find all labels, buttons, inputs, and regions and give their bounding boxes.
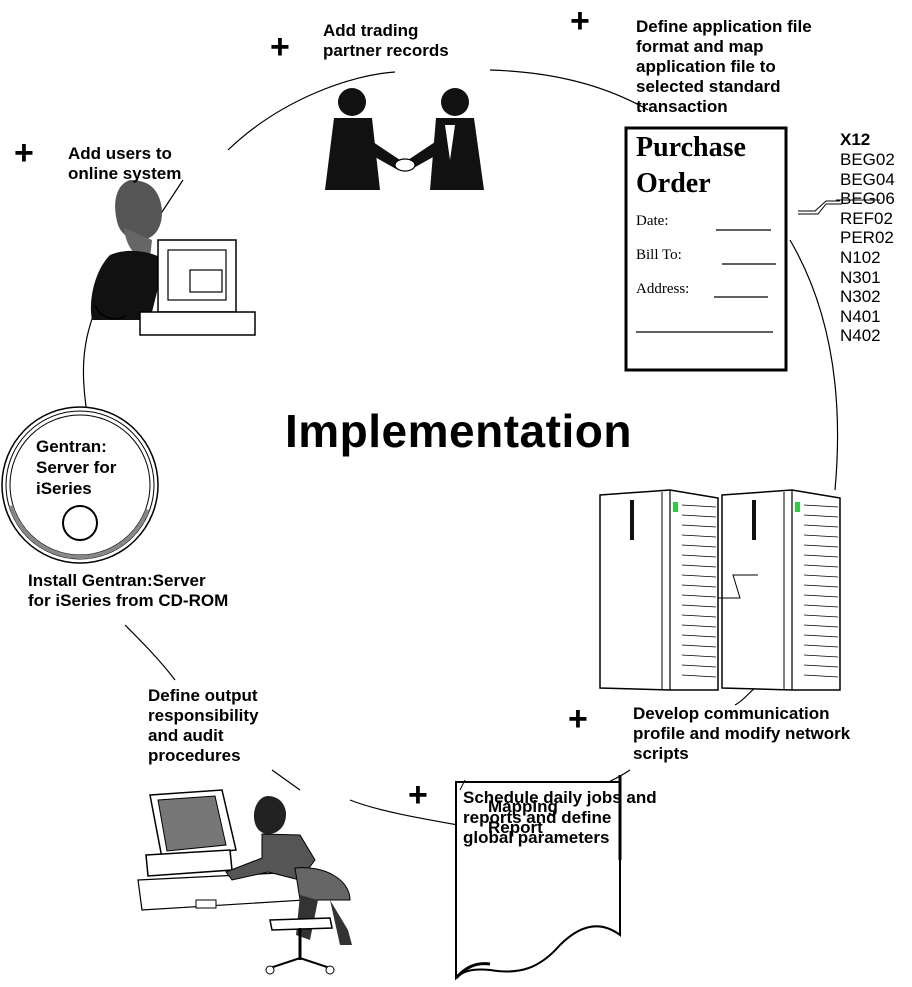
server-right xyxy=(721,489,841,691)
report-label: Mapping Report xyxy=(488,797,558,837)
x12-field: N301 xyxy=(840,267,881,287)
server-left xyxy=(599,489,719,691)
x12-field: BEG04 xyxy=(840,169,895,189)
purchase-order-icon xyxy=(624,126,880,372)
x12-field: BEG02 xyxy=(840,150,895,169)
arc-trading-to-po xyxy=(489,69,649,111)
plus-icon-define-app: + xyxy=(570,2,590,40)
step-add-users-label: Add users to online system xyxy=(68,144,182,183)
worker-at-desk-icon xyxy=(137,789,352,975)
po-date-field: Date: xyxy=(636,213,669,229)
arc-po-to-servers xyxy=(789,239,839,491)
x12-field: REF02 xyxy=(840,208,893,228)
po-bill-to-field: Bill To: xyxy=(636,247,682,263)
x12-heading: X12 xyxy=(840,130,871,149)
po-address-field: Address: xyxy=(636,281,690,297)
x12-field: N401 xyxy=(840,306,881,326)
person-at-computer-icon xyxy=(90,180,256,336)
cd-rom-icon xyxy=(1,406,159,564)
plus-icon-schedule: + xyxy=(408,776,428,814)
x12-field: N402 xyxy=(840,326,881,346)
po-title-line2: Order xyxy=(636,168,711,199)
x12-field: PER02 xyxy=(840,228,894,248)
step-add-trading-label: Add trading partner records xyxy=(323,21,449,60)
step-install-label: Install Gentran:Server for iSeries from … xyxy=(28,571,229,610)
x12-field: N302 xyxy=(840,287,881,307)
diagram-title: Implementation xyxy=(285,405,632,457)
step-develop-comm-label: Develop communication profile and modify… xyxy=(633,704,851,763)
po-title-line1: Purchase xyxy=(636,132,746,163)
arc-users-label-connector xyxy=(159,179,184,216)
step-schedule-label: Schedule daily jobs and reports and defi… xyxy=(463,788,657,847)
x12-field: BEG06 xyxy=(840,189,895,209)
server-icon xyxy=(599,489,841,691)
plus-icon-add-trading: + xyxy=(270,28,290,66)
report-document-icon xyxy=(454,775,622,981)
x12-field: N102 xyxy=(840,247,881,267)
arc-output-worker xyxy=(271,769,301,791)
arc-users-to-trading xyxy=(227,71,396,151)
cd-label: Gentran: Server for iSeries xyxy=(36,437,117,498)
plus-icon-add-users: + xyxy=(14,134,34,172)
step-define-output-label: Define output responsibility and audit p… xyxy=(148,686,259,765)
plus-icon-develop-comm: + xyxy=(568,700,588,738)
handshake-icon xyxy=(325,88,484,190)
arc-output-to-install xyxy=(124,624,176,681)
step-define-app-label: Define application file format and map a… xyxy=(636,17,812,116)
server-link xyxy=(718,574,758,599)
x12-field-list: BEG02 BEG04 BEG06 REF02 PER02 N102 N301 … xyxy=(840,150,895,346)
